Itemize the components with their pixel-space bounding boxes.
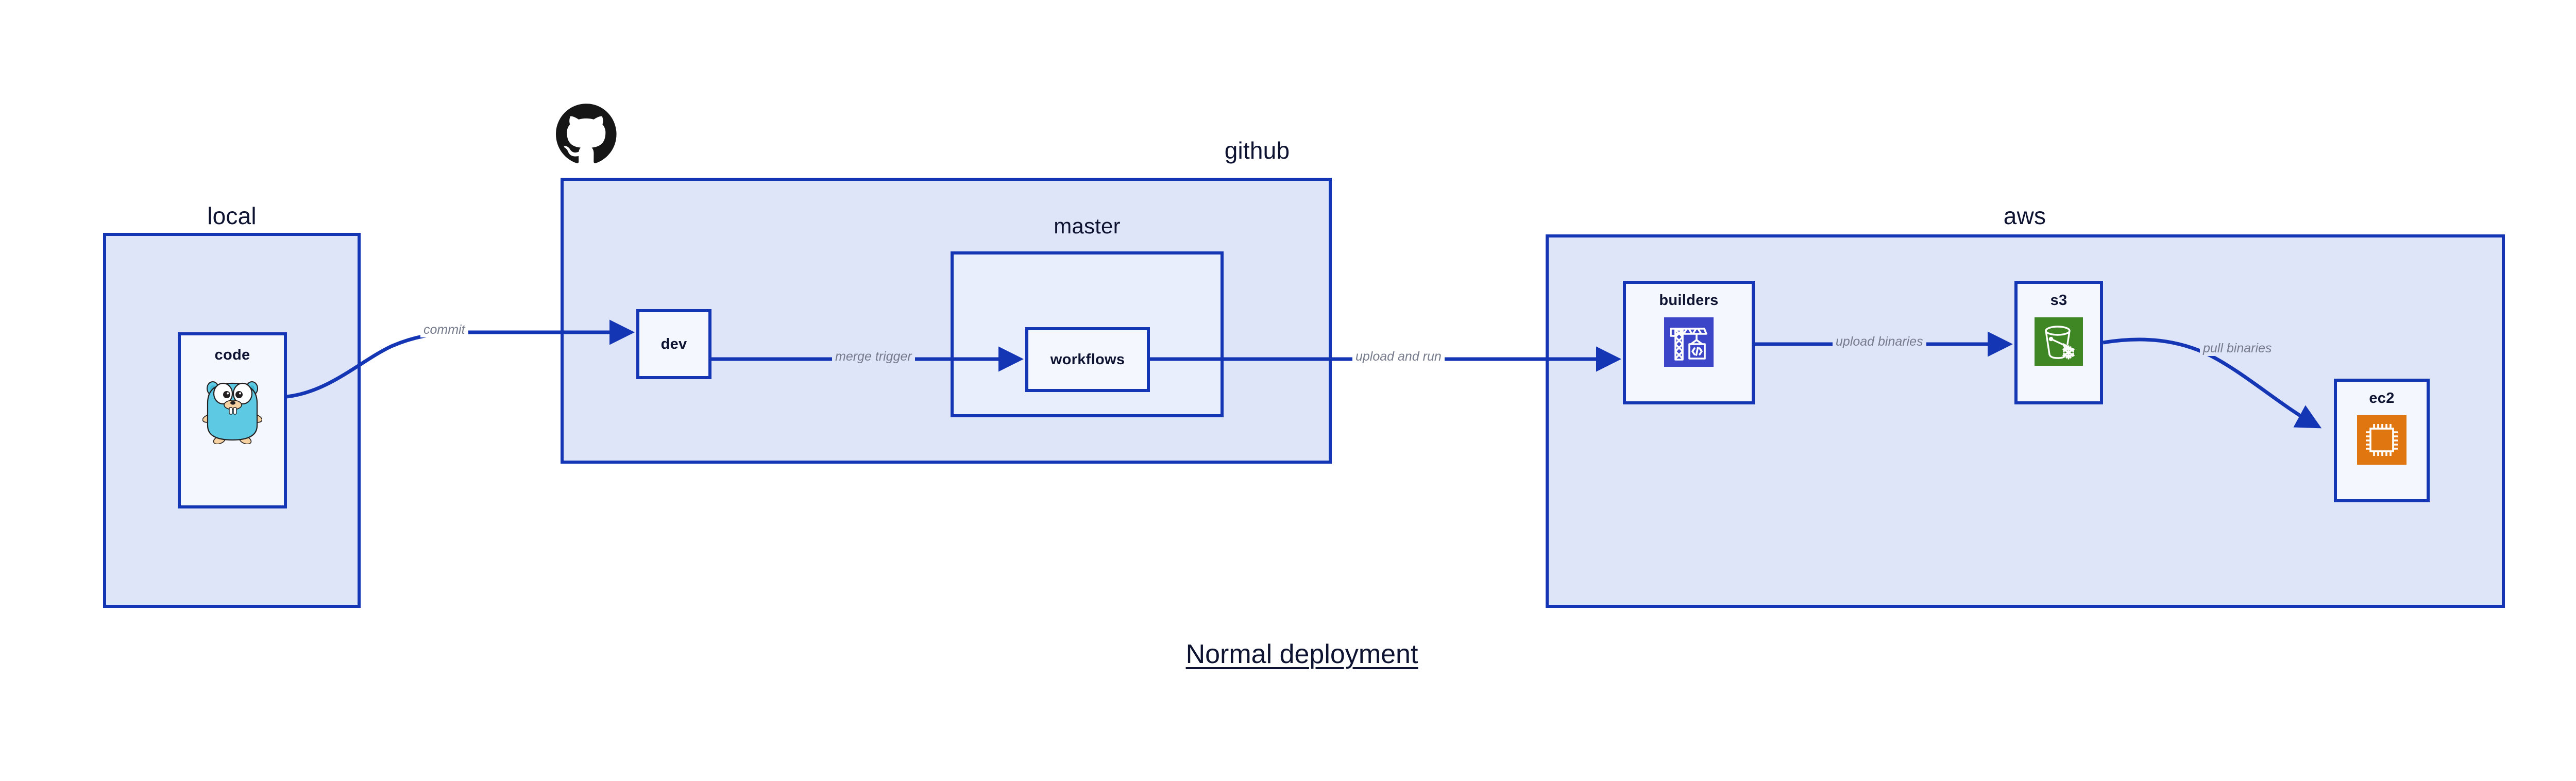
node-label-code: code [214,347,250,363]
node-workflows[interactable]: workflows [1025,327,1150,392]
node-label-workflows: workflows [1050,351,1125,368]
aws-s3-glacier-icon [2035,317,2083,368]
node-builders[interactable]: builders [1623,281,1755,404]
node-dev[interactable]: dev [636,309,711,379]
node-label-builders: builders [1659,292,1719,309]
node-label-s3: s3 [2050,292,2067,309]
edge-label-commit: commit [420,322,468,337]
container-label-local: local [207,202,257,229]
edge-label-pull-binaries: pull binaries [2200,341,2275,356]
container-label-aws: aws [2003,202,2046,229]
aws-codebuild-icon [1664,317,1714,369]
node-s3[interactable]: s3 [2014,281,2103,404]
container-label-github: github [1224,137,1290,164]
aws-ec2-icon [2357,415,2406,467]
go-gopher-icon [202,376,263,447]
edge-label-upload-and-run: upload and run [1352,349,1445,364]
node-label-ec2: ec2 [2369,390,2395,406]
container-label-master: master [1054,214,1121,238]
edge-label-upload-binaries: upload binaries [1833,334,1926,349]
node-label-dev: dev [660,335,687,352]
node-ec2[interactable]: ec2 [2334,379,2430,502]
edge-label-merge-trigger: merge trigger [832,349,915,364]
github-octocat-icon [556,103,617,166]
node-code[interactable]: code [178,332,287,508]
page-title: Normal deployment [1185,639,1418,669]
